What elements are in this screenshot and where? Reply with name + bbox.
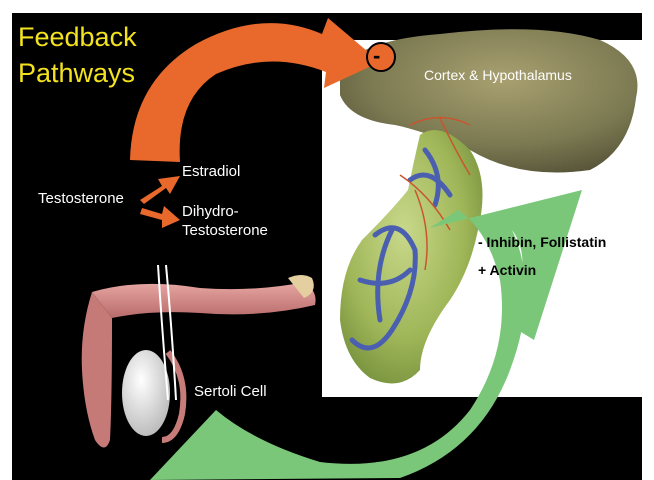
estradiol-arrow xyxy=(140,176,180,204)
title-line-2: Pathways xyxy=(18,58,135,89)
testosterone-label: Testosterone xyxy=(38,190,124,207)
reproductive-anatomy-illustration xyxy=(82,265,316,448)
testis xyxy=(122,350,170,436)
penis-shaft xyxy=(92,282,316,318)
cortex-hypothalamus-label: Cortex & Hypothalamus xyxy=(424,67,572,83)
sertoli-cell-label: Sertoli Cell xyxy=(194,383,267,400)
activin-label: + Activin xyxy=(478,262,536,278)
pituitary-illustration xyxy=(322,29,642,397)
title-line-1: Feedback xyxy=(18,22,137,53)
dht-label-line-2: Testosterone xyxy=(182,222,268,239)
dht-label-line-1: Dihydro- xyxy=(182,203,239,220)
estradiol-label: Estradiol xyxy=(182,163,240,180)
inhibin-follistatin-label: - Inhibin, Follistatin xyxy=(478,234,606,250)
negative-sign-label: - xyxy=(373,43,380,69)
dht-arrow xyxy=(140,206,180,228)
penis-root xyxy=(82,292,112,448)
minus-circle-icon xyxy=(367,43,395,71)
